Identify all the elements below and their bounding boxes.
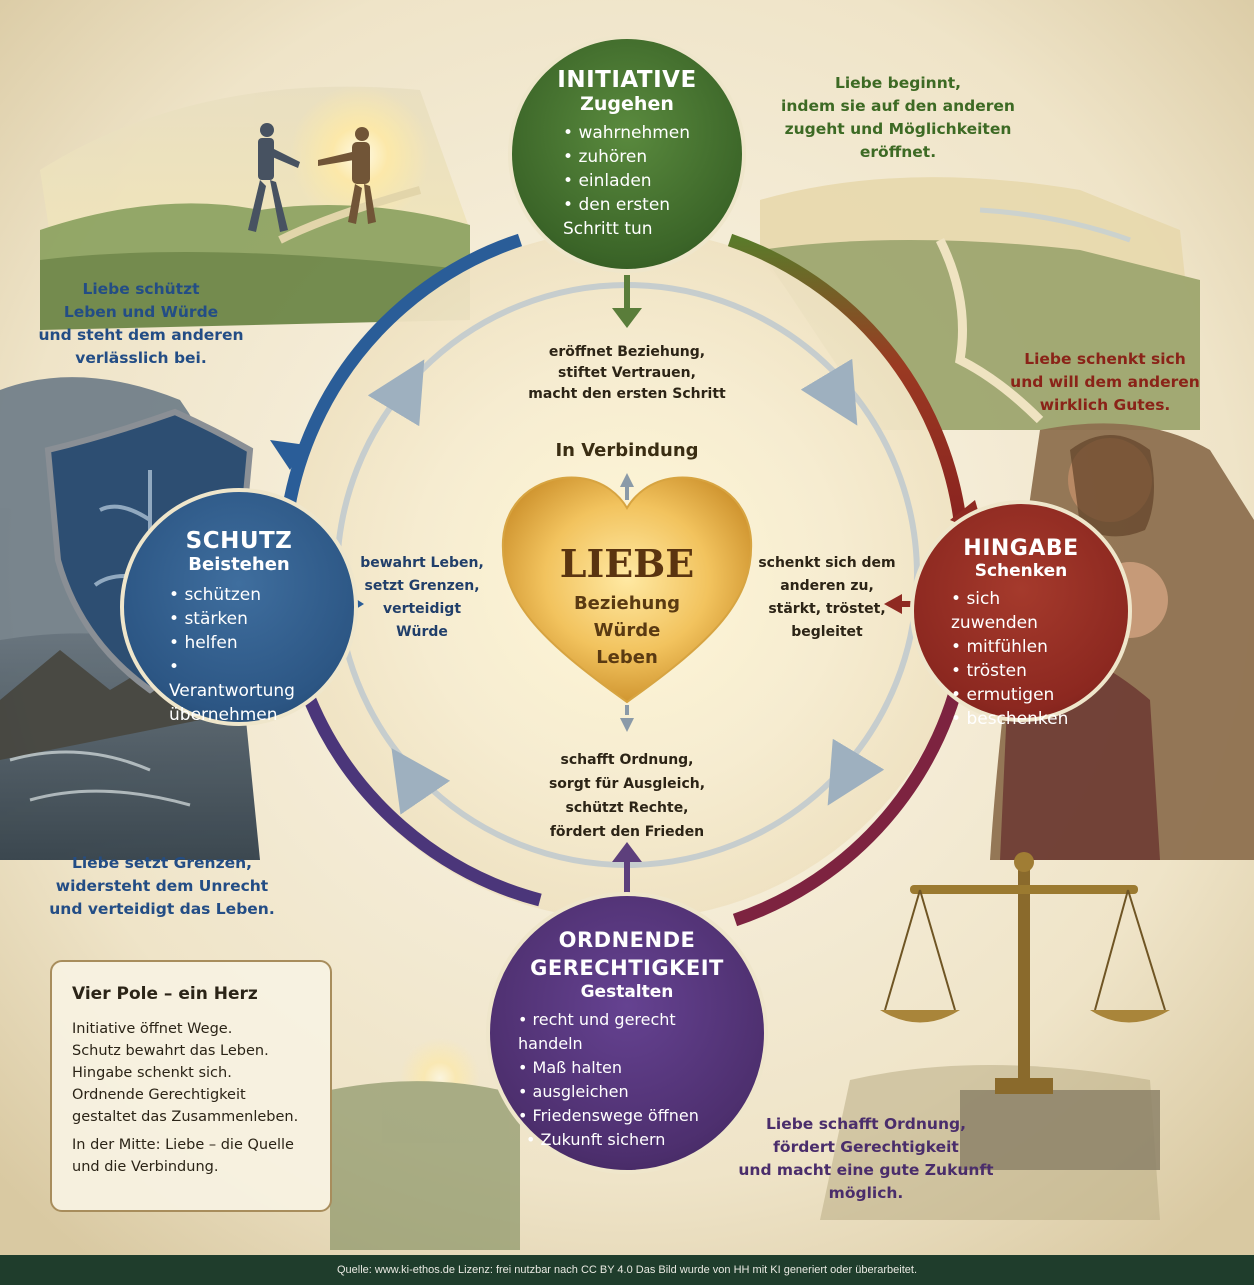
quote-line: und steht dem anderen (38, 326, 244, 344)
node-title: ORDNENDE GERECHTIGKEIT (530, 928, 724, 980)
node-item-list: schützen stärken helfen Verantwortung üb… (169, 583, 309, 727)
quote-line: zugeht und Möglichkeiten (784, 120, 1012, 138)
outer-ring-left-bottom (304, 697, 542, 907)
quote-gerechtigkeit: Liebe schafft Ordnung, fördert Gerechtig… (736, 1113, 996, 1205)
quote-line: und verteidigt das Leben. (49, 900, 275, 918)
inner-text-line: Würde (396, 624, 448, 640)
node-item: Verantwortung übernehmen (169, 655, 309, 727)
node-item: trösten (951, 659, 1091, 683)
node-item: Zukunft sichern (518, 1128, 736, 1152)
node-title: INITIATIVE (557, 67, 697, 93)
inner-text-line: sorgt für Ausgleich, (548, 776, 706, 792)
quote-line: Liebe schenkt sich (1024, 350, 1186, 368)
inner-text-line: stärkt, tröstet, (768, 601, 886, 617)
node-item: mitfühlen (951, 635, 1091, 659)
inner-text-line: eröffnet Beziehung, (548, 344, 706, 360)
node-item: recht und gerecht handeln (518, 1008, 736, 1056)
node-item-list: recht und gerecht handeln Maß halten aus… (518, 1008, 736, 1152)
quote-line: und will dem anderen (1010, 373, 1200, 391)
node-item: Friedenswege öffnen (518, 1104, 736, 1128)
inner-text-line: schützt Rechte, (565, 800, 689, 816)
node-subtitle: Beistehen (188, 554, 290, 575)
quote-schutz: Liebe schützt Leben und Würde und steht … (36, 278, 246, 370)
footer-attribution: Quelle: www.ki-ethos.de Lizenz: frei nut… (0, 1255, 1254, 1285)
inner-text-top: eröffnet Beziehung, stiftet Vertrauen, m… (497, 342, 757, 405)
node-title: HINGABE (963, 536, 1079, 561)
node-initiative: INITIATIVE Zugehen wahrnehmen zuhören ei… (508, 35, 746, 273)
node-item: schützen (169, 583, 309, 607)
node-item: ausgleichen (518, 1080, 736, 1104)
quote-initiative: Liebe beginnt, indem sie auf den anderen… (778, 72, 1018, 164)
inner-text-line: schenkt sich dem (758, 555, 896, 571)
quote-line: verlässlich bei. (75, 349, 207, 367)
landscape-illustration (40, 85, 470, 330)
node-schutz: SCHUTZ Beistehen schützen stärken helfen… (120, 488, 358, 726)
inner-text-line: setzt Grenzen, (364, 578, 480, 594)
node-gerechtigkeit: ORDNENDE GERECHTIGKEIT Gestalten recht u… (486, 892, 768, 1174)
node-item: beschenken (951, 707, 1091, 731)
quote-line: Liebe schützt (82, 280, 200, 298)
quote-line: wirklich Gutes. (1039, 396, 1171, 414)
summary-box: Vier Pole – ein Herz Initiative öffnet W… (50, 960, 332, 1212)
node-subtitle: Schenken (974, 561, 1068, 581)
quote-line: Leben und Würde (63, 303, 219, 321)
summary-line: Hingabe schenkt sich. (72, 1065, 232, 1081)
quote-line: indem sie auf den anderen (781, 97, 1015, 115)
node-item: den ersten Schritt tun (563, 193, 691, 241)
center-word-beziehung: Beziehung (573, 593, 681, 614)
center-top-label: In Verbindung (555, 440, 699, 461)
inner-text-line: bewahrt Leben, (360, 555, 484, 571)
node-subtitle: Zugehen (580, 93, 674, 115)
inner-text-right: schenkt sich dem anderen zu, stärkt, trö… (752, 552, 902, 644)
heart-shape (501, 476, 753, 704)
inner-text-line: verteidigt (382, 601, 462, 617)
quote-line: möglich. (828, 1184, 904, 1202)
inner-text-bottom: schafft Ordnung, sorgt für Ausgleich, sc… (507, 748, 747, 844)
summary-line: Schutz bewahrt das Leben. (72, 1043, 269, 1059)
inner-text-line: schafft Ordnung, (560, 752, 694, 768)
inner-text-line: anderen zu, (780, 578, 874, 594)
sunset-illustration (330, 1038, 520, 1250)
quote-line: und macht eine gute Zukunft (738, 1161, 994, 1179)
summary-line: Initiative öffnet Wege. (72, 1021, 233, 1037)
node-item: helfen (169, 631, 309, 655)
quote-hingabe: Liebe schenkt sich und will dem anderen … (1000, 348, 1210, 417)
inner-text-line: begleitet (791, 624, 863, 640)
inner-text-line: stiftet Vertrauen, (558, 365, 696, 381)
summary-line: gestaltet das Zusammenleben. (72, 1109, 299, 1125)
node-item-list: wahrnehmen zuhören einladen den ersten S… (563, 121, 691, 241)
node-item: sich zuwenden (951, 587, 1091, 635)
node-title: SCHUTZ (185, 528, 293, 554)
quote-line: Liebe schafft Ordnung, (766, 1115, 966, 1133)
summary-line: Ordnende Gerechtigkeit (72, 1087, 246, 1103)
node-item: wahrnehmen (563, 121, 691, 145)
scales-illustration (820, 852, 1170, 1220)
summary-title: Vier Pole – ein Herz (72, 984, 258, 1004)
quote-line: Liebe beginnt, (834, 74, 962, 92)
quote-line: fördert Gerechtigkeit (773, 1138, 959, 1156)
diagram-canvas: In Verbindung LIEBE Beziehung Würde Lebe… (0, 0, 1254, 1255)
quote-line: eröffnet. (859, 143, 937, 161)
outer-ring-right-top (727, 233, 967, 521)
inner-text-line: macht den ersten Schritt (528, 386, 726, 402)
center-title: LIEBE (559, 541, 695, 586)
quote-line: Liebe setzt Grenzen, (71, 854, 253, 872)
summary-center-text: In der Mitte: Liebe – die Quelle und die… (72, 1137, 294, 1175)
center-word-wuerde: Würde (593, 620, 661, 641)
node-item-list: sich zuwenden mitfühlen trösten ermutige… (951, 587, 1091, 731)
summary-lines: Initiative öffnet Wege. Schutz bewahrt d… (72, 1018, 310, 1128)
inner-text-left: bewahrt Leben, setzt Grenzen, verteidigt… (352, 552, 492, 644)
quote-line: widersteht dem Unrecht (55, 877, 269, 895)
node-hingabe: HINGABE Schenken sich zuwenden mitfühlen… (910, 500, 1132, 729)
center-word-leben: Leben (596, 647, 658, 668)
node-subtitle: Gestalten (580, 982, 674, 1002)
node-item: stärken (169, 607, 309, 631)
quote-grenzen: Liebe setzt Grenzen, widersteht dem Unre… (42, 852, 282, 921)
node-item: zuhören (563, 145, 691, 169)
node-item: ermutigen (951, 683, 1091, 707)
node-item: Maß halten (518, 1056, 736, 1080)
node-item: einladen (563, 169, 691, 193)
inner-text-line: fördert den Frieden (549, 824, 705, 840)
